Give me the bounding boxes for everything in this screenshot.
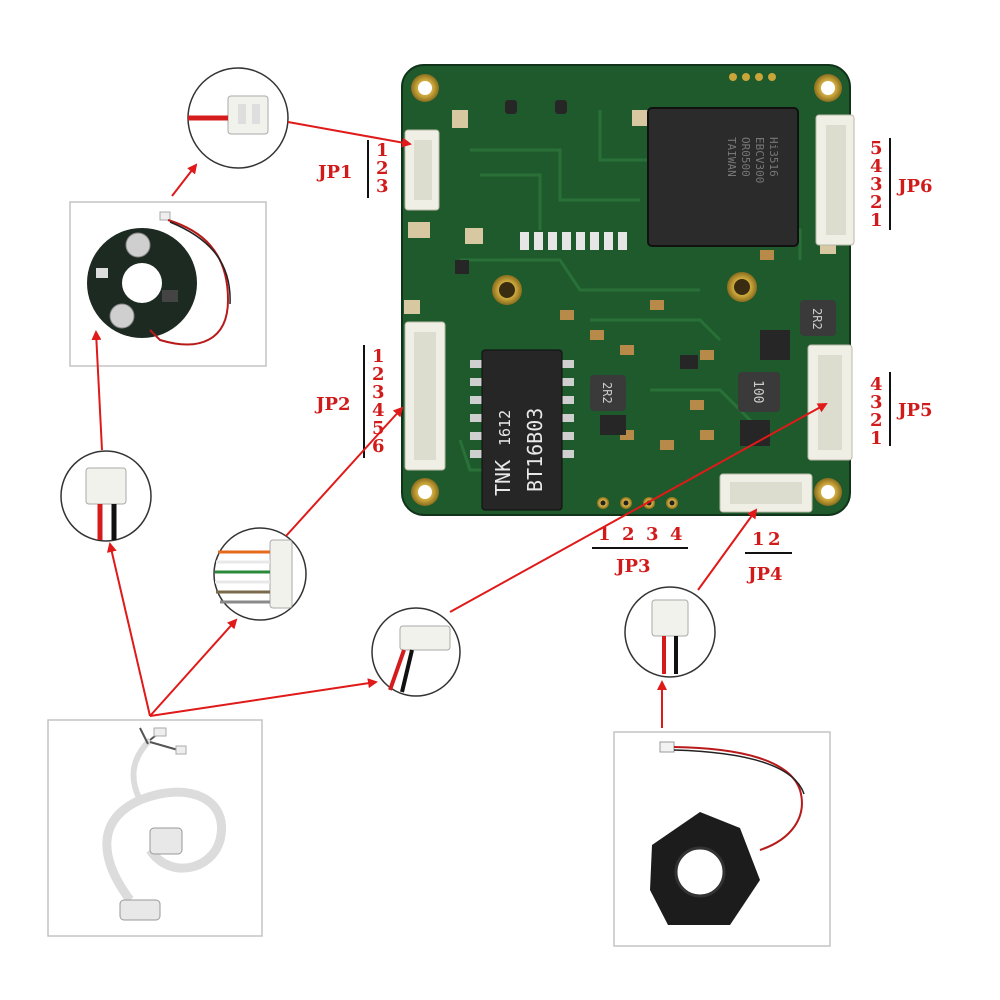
resistor-array: [520, 232, 627, 250]
arrow-ircut-plug-to-jp4: [697, 508, 758, 591]
jp2-pin-1: 1: [372, 346, 385, 367]
jp6-pin-3: 3: [870, 174, 883, 195]
pads-jp3[interactable]: [597, 497, 678, 509]
two-pin-plug-icon-power: [60, 450, 152, 542]
label-jp2: JP2 1 2 3 4 5 6: [314, 345, 385, 458]
jp2-pin-4: 4: [372, 400, 385, 421]
jp3-pin-3: 3: [646, 524, 659, 545]
jp3-name: JP3: [614, 556, 651, 577]
jp5-pin-2: 2: [870, 410, 883, 431]
label-jp6: 5 4 3 2 1 JP6: [870, 138, 933, 231]
label-jp3: 1 2 3 4 JP3: [592, 524, 688, 577]
svg-text:2R2: 2R2: [600, 382, 614, 404]
transformer-model: BT16B03: [523, 408, 547, 492]
pcb-board: Hi3516 EBCV300 OR0500 TAIWAN 2R2 2R2 100: [401, 64, 855, 516]
arrow-four-pin-to-jp5: [449, 403, 828, 613]
transformer-code: 1612: [496, 410, 514, 446]
inductor-2r2-mid: 2R2: [590, 375, 626, 411]
arrow-cable-to-power: [106, 542, 151, 717]
svg-text:100: 100: [750, 380, 765, 403]
connector-jp2[interactable]: [404, 321, 446, 471]
label-jp5: 4 3 2 1 JP5: [870, 372, 933, 449]
ethernet-transformer: TNK 1612 BT16B03: [470, 349, 574, 511]
connector-jp4[interactable]: [719, 473, 813, 513]
jp3-pin-4: 4: [670, 524, 683, 545]
network-cable-icon: [47, 719, 263, 937]
jp2-pin-3: 3: [372, 382, 385, 403]
soc-text-3: OR0500: [739, 137, 752, 177]
svg-text:2R2: 2R2: [810, 308, 824, 330]
jp6-pin-4: 4: [870, 156, 883, 177]
arrow-cable-to-four-pin: [149, 678, 378, 717]
jp3-pin-2: 2: [622, 524, 635, 545]
jp2-pin-6: 6: [372, 436, 385, 457]
jp5-pin-1: 1: [870, 428, 883, 449]
jp6-pin-2: 2: [870, 192, 883, 213]
two-pin-plug-icon: [187, 67, 289, 169]
jp2-pin-5: 5: [372, 418, 385, 439]
jp1-pin-2: 2: [376, 158, 389, 179]
jp2-name: JP2: [314, 394, 351, 415]
jp6-pin-5: 5: [870, 138, 883, 159]
connector-jp6[interactable]: [815, 114, 855, 246]
arrow-cable-to-six-pin: [149, 618, 238, 717]
jp1-name: JP1: [316, 162, 353, 183]
six-pin-plug-icon: [213, 527, 307, 621]
jp2-pin-2: 2: [372, 364, 385, 385]
inductor-2r2-top: 2R2: [800, 300, 836, 336]
arrow-power-to-irboard: [91, 330, 103, 451]
soc-chip: Hi3516 EBCV300 OR0500 TAIWAN: [647, 107, 799, 247]
soc-text-1: Hi3516: [767, 137, 780, 177]
transformer-brand: TNK: [491, 460, 515, 496]
jp1-pin-1: 1: [376, 140, 389, 161]
soc-text-2: EBCV300: [753, 137, 766, 183]
label-jp1: JP1 1 2 3: [316, 140, 389, 198]
jp4-pin-1: 1: [752, 529, 765, 550]
jp4-name: JP4: [746, 564, 783, 585]
ir-cut-filter-icon: [613, 731, 831, 947]
arrow-plug-to-jp1: [287, 121, 412, 148]
connector-jp5[interactable]: [807, 344, 853, 461]
jp5-pin-3: 3: [870, 392, 883, 413]
label-jp4: 1 2 JP4: [745, 529, 792, 585]
two-pin-plug-icon-ircut: [624, 586, 716, 678]
connector-jp1[interactable]: [404, 129, 440, 211]
jp5-name: JP5: [896, 400, 933, 421]
jp6-name: JP6: [896, 176, 933, 197]
mounting-holes: [411, 74, 842, 506]
jp1-pin-3: 3: [376, 176, 389, 197]
inductor-100: 100: [738, 372, 780, 412]
arrow-six-pin-to-jp2: [285, 406, 404, 537]
ir-led-board-icon: [69, 201, 267, 367]
jp5-pin-4: 4: [870, 374, 883, 395]
jp4-pin-2: 2: [768, 529, 781, 550]
soc-text-4: TAIWAN: [725, 137, 738, 177]
four-pin-plug-icon: [371, 607, 461, 697]
arrow-irboard-to-plug: [171, 163, 198, 197]
wiring-arrows: [91, 121, 828, 728]
jp6-pin-1: 1: [870, 210, 883, 231]
